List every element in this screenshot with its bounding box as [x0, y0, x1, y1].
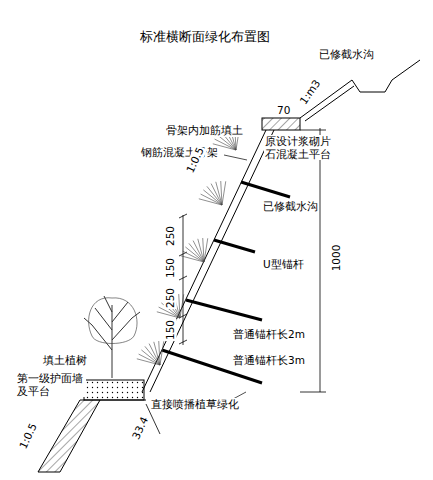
- dimension-label: 250: [164, 225, 177, 247]
- grass-stroke: [203, 238, 204, 262]
- grass-stroke: [211, 184, 222, 205]
- grass-stroke: [204, 238, 208, 262]
- callout-label: 直接喷播植草绿化: [150, 398, 240, 411]
- grass-stroke: [180, 294, 184, 318]
- grass-stroke: [154, 342, 160, 365]
- slope-frame-back: [150, 130, 274, 392]
- grass-stroke: [139, 354, 160, 365]
- callout-label: 已修截水沟: [318, 48, 375, 61]
- callout-label: 骨架内加筋填土: [165, 124, 244, 137]
- dimension-line: [183, 215, 184, 345]
- grass-stroke: [222, 181, 226, 205]
- grass-stroke: [193, 241, 204, 262]
- dimension-label: 1:m3: [296, 76, 323, 107]
- dimension-label: 150: [164, 257, 177, 279]
- grass-stroke: [203, 190, 222, 205]
- dimension-label: 150: [164, 319, 177, 341]
- grass-stroke: [198, 239, 204, 262]
- dimension-label: 250: [164, 287, 177, 309]
- grass-stroke: [201, 194, 222, 205]
- dimension-label: 1000: [330, 244, 343, 273]
- callout-label: 钢筋混凝土骨架: [140, 146, 219, 159]
- dimension-label: 33.4: [129, 414, 151, 442]
- grass-stroke: [160, 341, 164, 365]
- callout-label: 原设计浆砌片石混凝土平台: [264, 135, 336, 160]
- grass-planting: [137, 126, 240, 365]
- planting-soil: [84, 380, 144, 400]
- dimension-line: [320, 128, 321, 392]
- grass-stroke: [216, 182, 222, 205]
- grass-stroke: [179, 294, 180, 318]
- callout-label: 普通锚杆长2m: [232, 328, 306, 341]
- callout-label: U型锚杆: [262, 258, 305, 271]
- top-platform: [262, 118, 300, 130]
- slope-face: [142, 130, 266, 392]
- callout-label: 普通锚杆长3m: [232, 354, 306, 367]
- dimension-label: 1:0.5: [16, 420, 40, 452]
- callout-label: 第一级护面墙及平台: [16, 372, 86, 397]
- callout-label: 70: [276, 104, 291, 117]
- first-level-wall: [38, 400, 100, 472]
- grass-stroke: [183, 251, 204, 262]
- grass-stroke: [217, 135, 236, 150]
- title: 标准横断面绿化布置图: [140, 28, 270, 46]
- tree: [84, 296, 140, 378]
- grass-stroke: [221, 181, 222, 205]
- callout-label: 填土植树: [42, 354, 88, 367]
- callout-label: 已修截水沟: [262, 200, 319, 213]
- grass-stroke: [185, 247, 204, 262]
- grass-stroke: [159, 341, 160, 365]
- grass-stroke: [149, 344, 160, 365]
- grass-stroke: [141, 350, 160, 365]
